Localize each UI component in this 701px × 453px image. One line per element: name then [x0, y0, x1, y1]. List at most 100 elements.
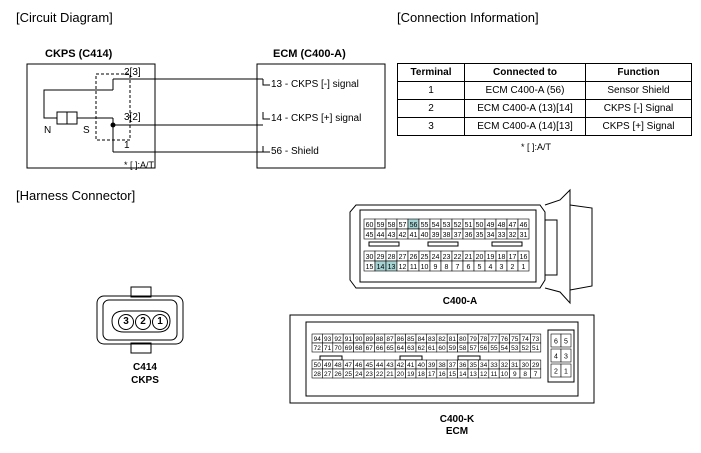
pin-label: 31 [511, 362, 519, 369]
pin-label: 56 [480, 345, 488, 352]
table-at-note: * [ ]:A/T [521, 142, 552, 152]
pin-label: 40 [421, 232, 429, 239]
pin-label: 66 [376, 345, 384, 352]
pin-label: 48 [334, 362, 342, 369]
pin-label: 43 [388, 232, 396, 239]
pin-label: 70 [334, 345, 342, 352]
pin-label: 71 [324, 345, 332, 352]
pin-label: 8 [445, 264, 449, 271]
pin-label: 30 [366, 254, 374, 261]
pin-label: 14 [377, 264, 385, 271]
pin-label: 33 [490, 362, 498, 369]
pin-label: 56 [410, 222, 418, 229]
pin-label: 20 [476, 254, 484, 261]
pin-cell [560, 363, 572, 378]
pin-cell [560, 348, 572, 363]
ecm-terminal-label: 56 - Shield [271, 146, 319, 157]
pin-label: 58 [388, 222, 396, 229]
pin-label: 35 [470, 362, 478, 369]
c400a-connector [349, 188, 593, 305]
pin-label: 29 [377, 254, 385, 261]
pin-label: 38 [443, 232, 451, 239]
pin-label: 50 [314, 362, 322, 369]
pin-label: 31 [520, 232, 528, 239]
pin-label: 26 [334, 371, 342, 378]
pin-label: 37 [449, 362, 457, 369]
pin-label: 94 [314, 336, 322, 343]
pin-label: 21 [465, 254, 473, 261]
c414-pin: 3 [118, 314, 134, 330]
pin-label: 19 [487, 254, 495, 261]
pin-label: 62 [418, 345, 426, 352]
pin-label: 4 [554, 354, 558, 361]
pin-label: 23 [366, 371, 374, 378]
pin-label: 92 [334, 336, 342, 343]
pin-label: 28 [314, 371, 322, 378]
pin-label: 42 [397, 362, 405, 369]
pin-label: 20 [397, 371, 405, 378]
sensor-n-label: N [44, 125, 52, 136]
pin-label: 26 [410, 254, 418, 261]
pin-label: 22 [376, 371, 384, 378]
pin-label: 7 [456, 264, 460, 271]
pin-label: 34 [487, 232, 495, 239]
pin-label: 39 [428, 362, 436, 369]
pin-label: 4 [489, 264, 493, 271]
pin-label: 59 [449, 345, 457, 352]
pin-label: 93 [324, 336, 332, 343]
pin-label: 58 [459, 345, 467, 352]
pin-label: 90 [355, 336, 363, 343]
pin-label: 46 [520, 222, 528, 229]
pin-label: 28 [388, 254, 396, 261]
pin-label: 2 [554, 369, 558, 376]
pin-label: 89 [366, 336, 374, 343]
pin-label: 59 [377, 222, 385, 229]
pin-label: 81 [449, 336, 457, 343]
pin-label: 69 [345, 345, 353, 352]
pin-label: 53 [443, 222, 451, 229]
pin-label: 15 [366, 264, 374, 271]
pin-label: 87 [386, 336, 394, 343]
pin-label: 34 [480, 362, 488, 369]
pin-label: 39 [432, 232, 440, 239]
pin-label: 17 [428, 371, 436, 378]
pin-label: 23 [443, 254, 451, 261]
c414-name: C414 [133, 362, 157, 373]
at-note: * [ ]:A/T [124, 160, 155, 170]
pin-label: 82 [438, 336, 446, 343]
pin-label: 57 [399, 222, 407, 229]
pin-label: 14 [459, 371, 467, 378]
pin-label: 16 [438, 371, 446, 378]
pin-cell [560, 333, 572, 348]
pin-label: 52 [522, 345, 530, 352]
pin-label: 73 [532, 336, 540, 343]
pin-label: 54 [501, 345, 509, 352]
pin-label: 44 [377, 232, 385, 239]
pin-label: 17 [509, 254, 517, 261]
pin-label: 48 [498, 222, 506, 229]
wire-pin-label: 3[2] [124, 112, 141, 123]
pin-label: 21 [386, 371, 394, 378]
pin-label: 24 [355, 371, 363, 378]
pin-label: 53 [511, 345, 519, 352]
pin-label: 52 [454, 222, 462, 229]
pin-label: 1 [564, 369, 568, 376]
pin-label: 9 [513, 371, 517, 378]
c400k-name: C400-K [439, 414, 475, 425]
pin-label: 13 [388, 264, 396, 271]
pin-label: 22 [454, 254, 462, 261]
sensor-lead [43, 89, 113, 119]
pin-label: 41 [410, 232, 418, 239]
pin-label: 2 [511, 264, 515, 271]
pin-label: 5 [564, 339, 568, 346]
pin-label: 88 [376, 336, 384, 343]
pin-label: 60 [438, 345, 446, 352]
ecm-terminal-label: 14 - CKPS [+] signal [271, 113, 362, 124]
pin-label: 18 [418, 371, 426, 378]
pin-label: 42 [399, 232, 407, 239]
pin-label: 5 [478, 264, 482, 271]
pin-cell [530, 368, 542, 379]
pin-label: 85 [407, 336, 415, 343]
pin-label: 47 [345, 362, 353, 369]
pin-label: 15 [449, 371, 457, 378]
